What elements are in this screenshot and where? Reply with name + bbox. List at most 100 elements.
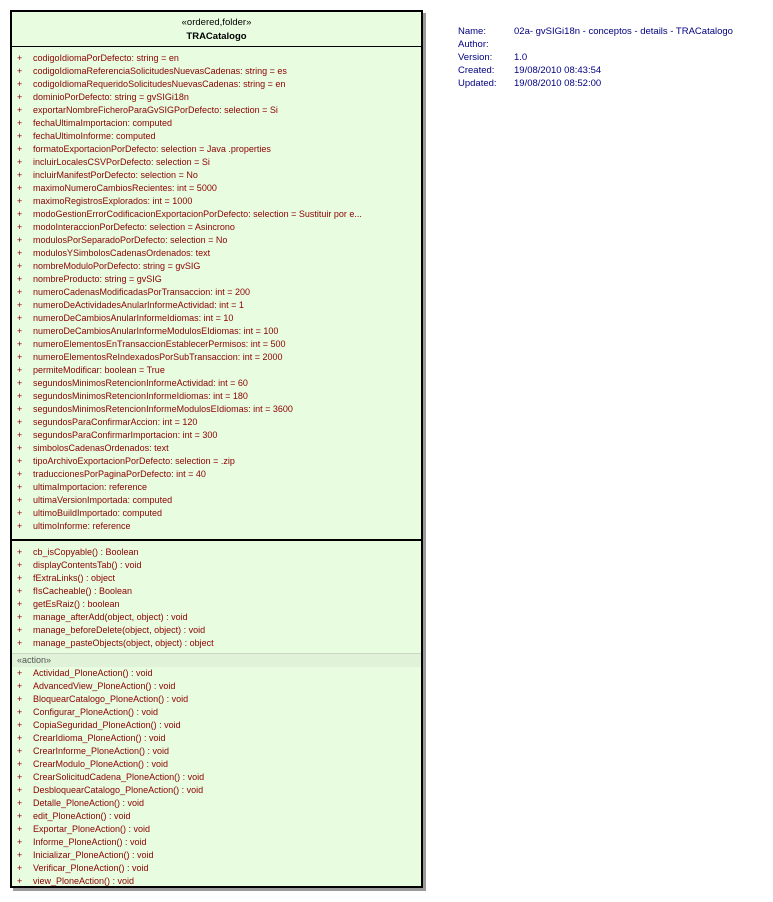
attribute-row[interactable]: +exportarNombreFicheroParaGvSIGPorDefect… [12, 104, 421, 117]
attribute-row-text: codigoIdiomaReferenciaSolicitudesNuevasC… [33, 66, 287, 76]
visibility-marker: + [17, 235, 23, 245]
action-operation-row[interactable]: +Actividad_PloneAction() : void [12, 667, 421, 680]
action-operation-row[interactable]: +view_PloneAction() : void [12, 875, 421, 888]
visibility-marker: + [17, 287, 23, 297]
action-operation-row[interactable]: +Informe_PloneAction() : void [12, 836, 421, 849]
attribute-row[interactable]: + codigoIdiomaReferenciaSolicitudesNuevas… [12, 65, 421, 78]
attribute-row[interactable]: +ultimaVersionImportada: computed [12, 494, 421, 507]
attribute-row[interactable]: +segundosParaConfirmarAccion: int = 120 [12, 416, 421, 429]
attribute-row[interactable]: +modulosPorSeparadoPorDefecto: selection… [12, 234, 421, 247]
attribute-row[interactable]: +numeroElementosReIndexadosPorSubTransac… [12, 351, 421, 364]
attribute-row[interactable]: +segundosParaConfirmarImportacion: int =… [12, 429, 421, 442]
action-operation-row[interactable]: + Exportar_PloneAction() : void [12, 823, 421, 836]
attribute-row[interactable]: +segundosMinimosRetencionInformeModulosE… [12, 403, 421, 416]
visibility-marker: + [17, 404, 23, 414]
visibility-marker: + [17, 625, 23, 635]
action-operation-row[interactable]: +Configurar_PloneAction() : void [12, 706, 421, 719]
visibility-marker: + [17, 837, 23, 847]
operation-row[interactable]: +cb_isCopyable() : Boolean [12, 546, 421, 559]
attribute-row[interactable]: +incluirManifestPorDefecto: selection = … [12, 169, 421, 182]
action-operation-row-text: edit_PloneAction() : void [33, 811, 131, 821]
attribute-row[interactable]: +dominioPorDefecto: string = gvSIGi18n [12, 91, 421, 104]
uml-class-box[interactable]: «ordered,folder» TRACatalogo +codigoIdio… [10, 10, 423, 888]
attribute-row[interactable]: +ultimaImportacion: reference [12, 481, 421, 494]
action-operation-row-text: BloquearCatalogo_PloneAction() : void [33, 694, 189, 704]
action-operation-row-text: CrearModulo_PloneAction() : void [33, 759, 169, 769]
attribute-row[interactable]: +maximoNumeroCambiosRecientes: int = 500… [12, 182, 421, 195]
attribute-row[interactable]: +codigoIdiomaPorDefecto: string = en [12, 52, 421, 65]
visibility-marker: + [17, 352, 23, 362]
visibility-marker: + [17, 759, 23, 769]
operation-row[interactable]: +getEsRaiz() : boolean [12, 598, 421, 611]
visibility-marker: + [17, 326, 23, 336]
visibility-marker: + [17, 482, 23, 492]
attribute-row[interactable]: +maximoRegistrosExplorados: int = 1000 [12, 195, 421, 208]
attribute-row[interactable]: +simbolosCadenasOrdenados: text [12, 442, 421, 455]
visibility-marker: + [17, 105, 23, 115]
action-operation-row[interactable]: + CopiaSeguridad_PloneAction() : void [12, 719, 421, 732]
attribute-row[interactable]: +numeroDeActividadesAnularInformeActivid… [12, 299, 421, 312]
attribute-row[interactable]: +fechaUltimoInforme: computed [12, 130, 421, 143]
visibility-marker: + [17, 508, 23, 518]
action-operation-row[interactable]: +CrearIdioma_PloneAction() : void [12, 732, 421, 745]
visibility-marker: + [17, 469, 23, 479]
attribute-row-text: ultimoBuildImportado: computed [33, 508, 163, 518]
attribute-row[interactable]: +fechaUltimaImportacion: computed [12, 117, 421, 130]
action-operation-row[interactable]: +Verificar_PloneAction() : void [12, 862, 421, 875]
action-operation-row[interactable]: + CrearModulo_PloneAction() : void [12, 758, 421, 771]
action-operation-row[interactable]: +DesbloquearCatalogo_PloneAction() : voi… [12, 784, 421, 797]
attribute-row[interactable]: +incluirLocalesCSVPorDefecto: selection … [12, 156, 421, 169]
attribute-row[interactable]: +tipoArchivoExportacionPorDefecto: selec… [12, 455, 421, 468]
operation-row[interactable]: +manage_beforeDelete(object, object) : v… [12, 624, 421, 637]
attribute-row[interactable]: +numeroElementosEnTransaccionEstablecerP… [12, 338, 421, 351]
attribute-row[interactable]: +ultimoInforme: reference [12, 520, 421, 533]
visibility-marker: + [17, 248, 23, 258]
operation-row[interactable]: +manage_afterAdd(object, object) : void [12, 611, 421, 624]
visibility-marker: + [17, 720, 23, 730]
attribute-row[interactable]: +permiteModificar: boolean = True [12, 364, 421, 377]
visibility-marker: + [17, 79, 23, 89]
attribute-row-text: dominioPorDefecto: string = gvSIGi18n [33, 92, 189, 102]
attribute-row[interactable]: +segundosMinimosRetencionInformeIdiomas:… [12, 390, 421, 403]
visibility-marker: + [17, 824, 23, 834]
attribute-row[interactable]: +modulosYSimbolosCadenasOrdenados: text [12, 247, 421, 260]
action-operation-row[interactable]: +AdvancedView_PloneAction() : void [12, 680, 421, 693]
action-operation-row-text: view_PloneAction() : void [33, 876, 135, 886]
action-operation-row[interactable]: +Inicializar_PloneAction() : void [12, 849, 421, 862]
attribute-row[interactable]: +modoGestionErrorCodificacionExportacion… [12, 208, 421, 221]
property-value: 02a- gvSIGi18n - conceptos - details - T… [514, 26, 733, 37]
attribute-row[interactable]: +numeroDeCambiosAnularInformeModulosEIdi… [12, 325, 421, 338]
attribute-row[interactable]: +segundosMinimosRetencionInformeActivida… [12, 377, 421, 390]
operation-row[interactable]: +manage_pasteObjects(object, object) : o… [12, 637, 421, 650]
operations-compartment: +cb_isCopyable() : Boolean+displayConten… [12, 541, 421, 888]
attribute-row-text: fechaUltimaImportacion: computed [33, 118, 173, 128]
attribute-row[interactable]: +modoInteraccionPorDefecto: selection = … [12, 221, 421, 234]
attribute-row[interactable]: +nombreProducto: string = gvSIG [12, 273, 421, 286]
action-operation-row[interactable]: +edit_PloneAction() : void [12, 810, 421, 823]
attribute-row[interactable]: +nombreModuloPorDefecto: string = gvSIG [12, 260, 421, 273]
operation-row[interactable]: +fExtraLinks() : object [12, 572, 421, 585]
action-operation-row[interactable]: + BloquearCatalogo_PloneAction() : void [12, 693, 421, 706]
attribute-row[interactable]: +numeroCadenasModificadasPorTransaccion:… [12, 286, 421, 299]
visibility-marker: + [17, 365, 23, 375]
attribute-row[interactable]: + ultimoBuildImportado: computed [12, 507, 421, 520]
action-operation-row[interactable]: +Detalle_PloneAction() : void [12, 797, 421, 810]
attribute-row[interactable]: +numeroDeCambiosAnularInformeIdiomas: in… [12, 312, 421, 325]
action-operation-row-text: Exportar_PloneAction() : void [33, 824, 151, 834]
operation-row[interactable]: +fIsCacheable() : Boolean [12, 585, 421, 598]
attribute-row-text: modoInteraccionPorDefecto: selection = A… [33, 222, 235, 232]
action-operation-row-text: DesbloquearCatalogo_PloneAction() : void [33, 785, 204, 795]
visibility-marker: + [17, 53, 23, 63]
action-operation-row-text: CopiaSeguridad_PloneAction() : void [33, 720, 181, 730]
visibility-marker: + [17, 694, 23, 704]
visibility-marker: + [17, 772, 23, 782]
action-operation-row[interactable]: +CrearSolicitudCadena_PloneAction() : vo… [12, 771, 421, 784]
operation-row[interactable]: +displayContentsTab() : void [12, 559, 421, 572]
action-operation-row[interactable]: +CrearInforme_PloneAction() : void [12, 745, 421, 758]
attribute-row[interactable]: +codigoIdiomaRequeridoSolicitudesNuevasC… [12, 78, 421, 91]
operation-row-text: displayContentsTab() : void [33, 560, 142, 570]
visibility-marker: + [17, 681, 23, 691]
visibility-marker: + [17, 66, 23, 76]
attribute-row[interactable]: +formatoExportacionPorDefecto: selection… [12, 143, 421, 156]
attribute-row[interactable]: +traduccionesPorPaginaPorDefecto: int = … [12, 468, 421, 481]
